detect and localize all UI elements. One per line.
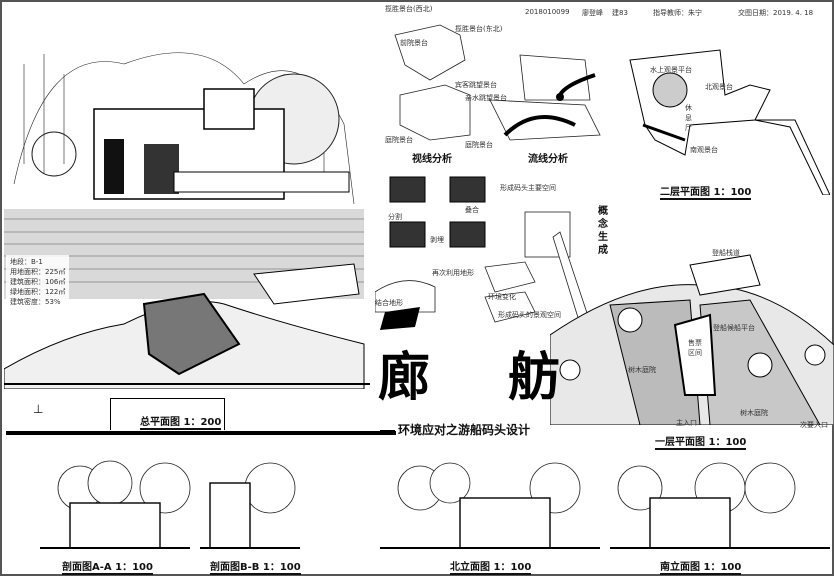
title-rule bbox=[6, 431, 396, 435]
sight-label: 前院景台 bbox=[400, 39, 428, 47]
plan-1f-label: 登船栈道 bbox=[712, 249, 740, 257]
subtitle-rule bbox=[380, 430, 395, 432]
plan-1f-label: 次要入口 bbox=[800, 421, 828, 429]
plan-1f-label: 售票区间 bbox=[688, 339, 702, 357]
student-name: 廖登峰 bbox=[582, 9, 603, 17]
flow-analysis-diagram bbox=[489, 54, 601, 141]
plan-2f-label: 北观景台 bbox=[705, 83, 733, 91]
sight-label: 宾客跳望景台 bbox=[455, 81, 497, 89]
sight-label: 揽胜景台(西北) bbox=[385, 5, 433, 13]
concept-label: 形成码头的景观空间 bbox=[498, 311, 561, 319]
advisor: 指导教师：朱宁 bbox=[653, 9, 702, 17]
plan-1f-label: 主入口 bbox=[676, 419, 697, 427]
perspective-sketch bbox=[4, 52, 370, 389]
south-elevation-title: 南立面图 1：100 bbox=[660, 558, 742, 575]
site-plan-title: 总平面图 1：200 bbox=[140, 413, 222, 430]
concept-label: 分割 bbox=[388, 213, 402, 221]
main-title: 廊 舫 bbox=[378, 347, 591, 408]
site-info: 地段：B-1 用地面积：225㎡ 建筑面积：106㎡ 绿地面积：122㎡ 建筑密… bbox=[6, 255, 70, 309]
plan-1f-label: 树木庭院 bbox=[740, 409, 768, 417]
plan-2f-title: 二层平面图 1：100 bbox=[660, 183, 752, 200]
concept-label: 剥埋 bbox=[430, 236, 444, 244]
plan-2f-label: 休息厅 bbox=[685, 104, 692, 132]
section-bb-title: 剖面图B-B 1：100 bbox=[210, 558, 301, 575]
plan-1f-label: 树木庭院 bbox=[628, 366, 656, 374]
sight-label: 庭院景台 bbox=[385, 136, 413, 144]
flow-analysis-title: 流线分析 bbox=[528, 154, 568, 165]
site-info-line: 用地面积：225㎡ bbox=[10, 268, 66, 276]
site-plan-title-box bbox=[110, 398, 225, 430]
site-info-line: 绿地面积：122㎡ bbox=[10, 288, 66, 296]
sections-elevations-drawing bbox=[40, 460, 830, 549]
north-elevation-title: 北立面图 1：100 bbox=[450, 558, 532, 575]
subtitle: 环境应对之游船码头设计 bbox=[398, 423, 531, 437]
plan-1f-label: 登船候船平台 bbox=[713, 324, 755, 332]
concept-label: 叠合 bbox=[465, 206, 479, 214]
concept-title: 概念生成 bbox=[598, 206, 608, 256]
sight-analysis-title: 视线分析 bbox=[412, 154, 452, 165]
sight-label: 亲水跳望景台 bbox=[465, 94, 507, 102]
sight-label: 庭院景台 bbox=[465, 141, 493, 149]
plan-2f-drawing bbox=[629, 49, 830, 195]
concept-label: 环境变化 bbox=[488, 293, 516, 301]
plan-2f-label: 水上观景平台 bbox=[650, 66, 692, 74]
site-info-line: 建筑面积：106㎡ bbox=[10, 278, 66, 286]
plan-1f-title: 一层平面图 1：100 bbox=[655, 433, 747, 450]
student-class: 建83 bbox=[612, 9, 628, 17]
section-aa-title: 剖面图A-A 1：100 bbox=[62, 558, 153, 575]
sight-analysis-diagram bbox=[394, 24, 471, 141]
plan-1f-drawing bbox=[550, 254, 834, 425]
north-arrow-icon: ⊥ bbox=[33, 402, 44, 416]
student-id: 2018010099 bbox=[525, 8, 570, 16]
submission-date: 交图日期：2019. 4. 18 bbox=[738, 9, 814, 17]
concept-label: 再次利用地形 bbox=[432, 269, 474, 277]
plan-2f-label: 南观景台 bbox=[690, 146, 718, 154]
site-info-line: 地段：B-1 bbox=[10, 258, 43, 266]
concept-label: 形成码头主要空间 bbox=[500, 184, 556, 192]
sight-label: 揽胜景台(东北) bbox=[455, 25, 503, 33]
concept-label: 结合地形 bbox=[375, 299, 403, 307]
concept-diagram bbox=[375, 176, 591, 330]
site-info-line: 建筑密度：53% bbox=[10, 298, 61, 306]
